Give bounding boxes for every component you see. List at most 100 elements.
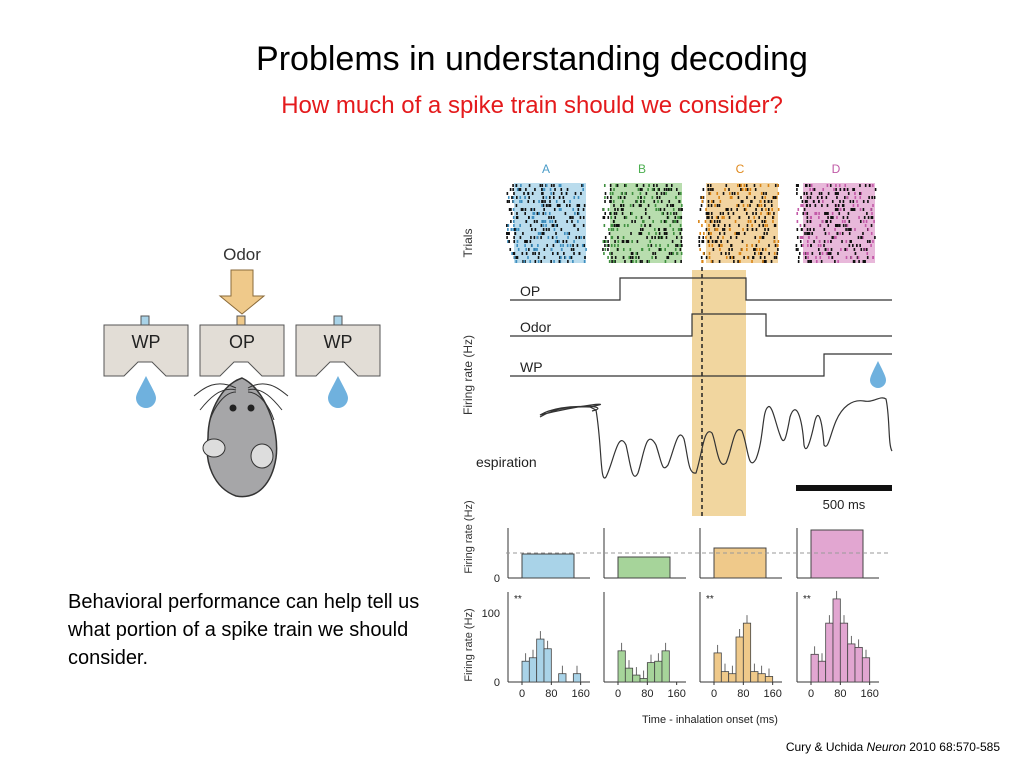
spike-mark	[658, 232, 661, 235]
spike-mark	[577, 220, 579, 223]
spike-mark	[573, 240, 575, 243]
spike-mark	[738, 260, 741, 263]
spike-mark	[533, 236, 536, 239]
spike-mark	[806, 232, 808, 235]
mean-rate-axis-label: Firing rate (Hz)	[463, 500, 475, 573]
psth-y-tick-label: 0	[494, 677, 500, 689]
spike-mark	[602, 240, 605, 243]
spike-mark	[814, 212, 816, 215]
spike-mark	[807, 232, 810, 235]
spike-mark	[711, 216, 713, 219]
spike-mark	[657, 208, 660, 211]
spike-mark	[864, 224, 867, 227]
psth-bar-b	[617, 650, 626, 683]
spike-mark	[857, 256, 860, 259]
spike-mark	[510, 228, 513, 231]
spike-mark	[510, 212, 513, 215]
spike-mark	[673, 232, 675, 235]
spike-mark	[848, 232, 851, 235]
spike-mark	[863, 248, 866, 251]
spike-mark	[654, 204, 657, 207]
spike-mark	[541, 204, 543, 207]
spike-mark	[803, 224, 806, 227]
spike-mark	[646, 260, 649, 263]
spike-mark	[758, 216, 760, 219]
spike-mark	[826, 184, 829, 187]
spike-mark	[727, 208, 729, 211]
spike-mark	[560, 256, 562, 259]
citation-authors: Cury & Uchida	[785, 740, 867, 754]
spike-mark	[753, 196, 756, 199]
spike-mark	[550, 184, 553, 187]
spike-mark	[647, 204, 650, 207]
spike-mark	[804, 232, 806, 235]
spike-mark	[828, 256, 830, 259]
spike-mark	[777, 192, 780, 195]
spike-mark	[803, 192, 806, 195]
spike-mark	[707, 240, 710, 243]
spike-mark	[545, 224, 547, 227]
spike-mark	[507, 224, 510, 227]
spike-mark	[863, 216, 866, 219]
odor-label: Odor	[223, 245, 261, 264]
spike-mark	[858, 216, 860, 219]
spike-mark	[831, 256, 833, 259]
spike-mark	[758, 248, 761, 251]
spike-mark	[749, 204, 751, 207]
spike-mark	[676, 220, 679, 223]
spike-mark	[738, 216, 741, 219]
spike-mark	[867, 228, 870, 231]
spike-mark	[668, 200, 671, 203]
spike-mark	[639, 192, 642, 195]
spike-mark	[612, 220, 615, 223]
spike-mark	[513, 252, 516, 255]
spike-mark	[699, 248, 701, 251]
spike-mark	[762, 224, 764, 227]
spike-mark	[862, 200, 865, 203]
spike-mark	[515, 260, 518, 263]
spike-mark	[607, 248, 609, 251]
spike-mark	[722, 212, 724, 215]
spike-mark	[698, 220, 700, 223]
spike-mark	[806, 192, 808, 195]
spike-mark	[847, 228, 849, 231]
spike-mark	[844, 248, 847, 251]
spike-mark	[605, 240, 607, 243]
spike-mark	[842, 224, 845, 227]
spike-mark	[537, 256, 540, 259]
spike-mark	[840, 248, 842, 251]
spike-mark	[661, 212, 664, 215]
spike-mark	[804, 200, 807, 203]
spike-mark	[564, 212, 567, 215]
spike-mark	[602, 208, 605, 211]
spike-mark	[728, 228, 731, 231]
spike-mark	[574, 212, 576, 215]
spike-mark	[841, 204, 844, 207]
spike-mark	[703, 232, 705, 235]
spike-mark	[673, 212, 675, 215]
spike-mark	[623, 224, 626, 227]
trace-axis-label: Firing rate (Hz)	[461, 335, 475, 415]
spike-mark	[541, 200, 543, 203]
spike-mark	[559, 260, 562, 263]
spike-mark	[582, 216, 585, 219]
body-text: Behavioral performance can help tell us …	[68, 591, 420, 669]
spike-mark	[856, 256, 859, 259]
spike-mark	[610, 244, 613, 247]
spike-mark	[837, 192, 839, 195]
spike-mark	[640, 216, 643, 219]
spike-mark	[746, 248, 748, 251]
spike-mark	[764, 216, 766, 219]
spike-mark	[738, 224, 740, 227]
scale-bar-label: 500 ms	[823, 497, 866, 512]
spike-mark	[523, 192, 525, 195]
port-right: WP	[295, 315, 381, 377]
spike-mark	[536, 236, 539, 239]
spike-mark	[766, 212, 769, 215]
spike-mark	[607, 216, 610, 219]
spike-mark	[520, 208, 523, 211]
spike-mark	[524, 212, 526, 215]
spike-mark	[542, 192, 544, 195]
spike-mark	[556, 252, 559, 255]
spike-mark	[552, 196, 555, 199]
